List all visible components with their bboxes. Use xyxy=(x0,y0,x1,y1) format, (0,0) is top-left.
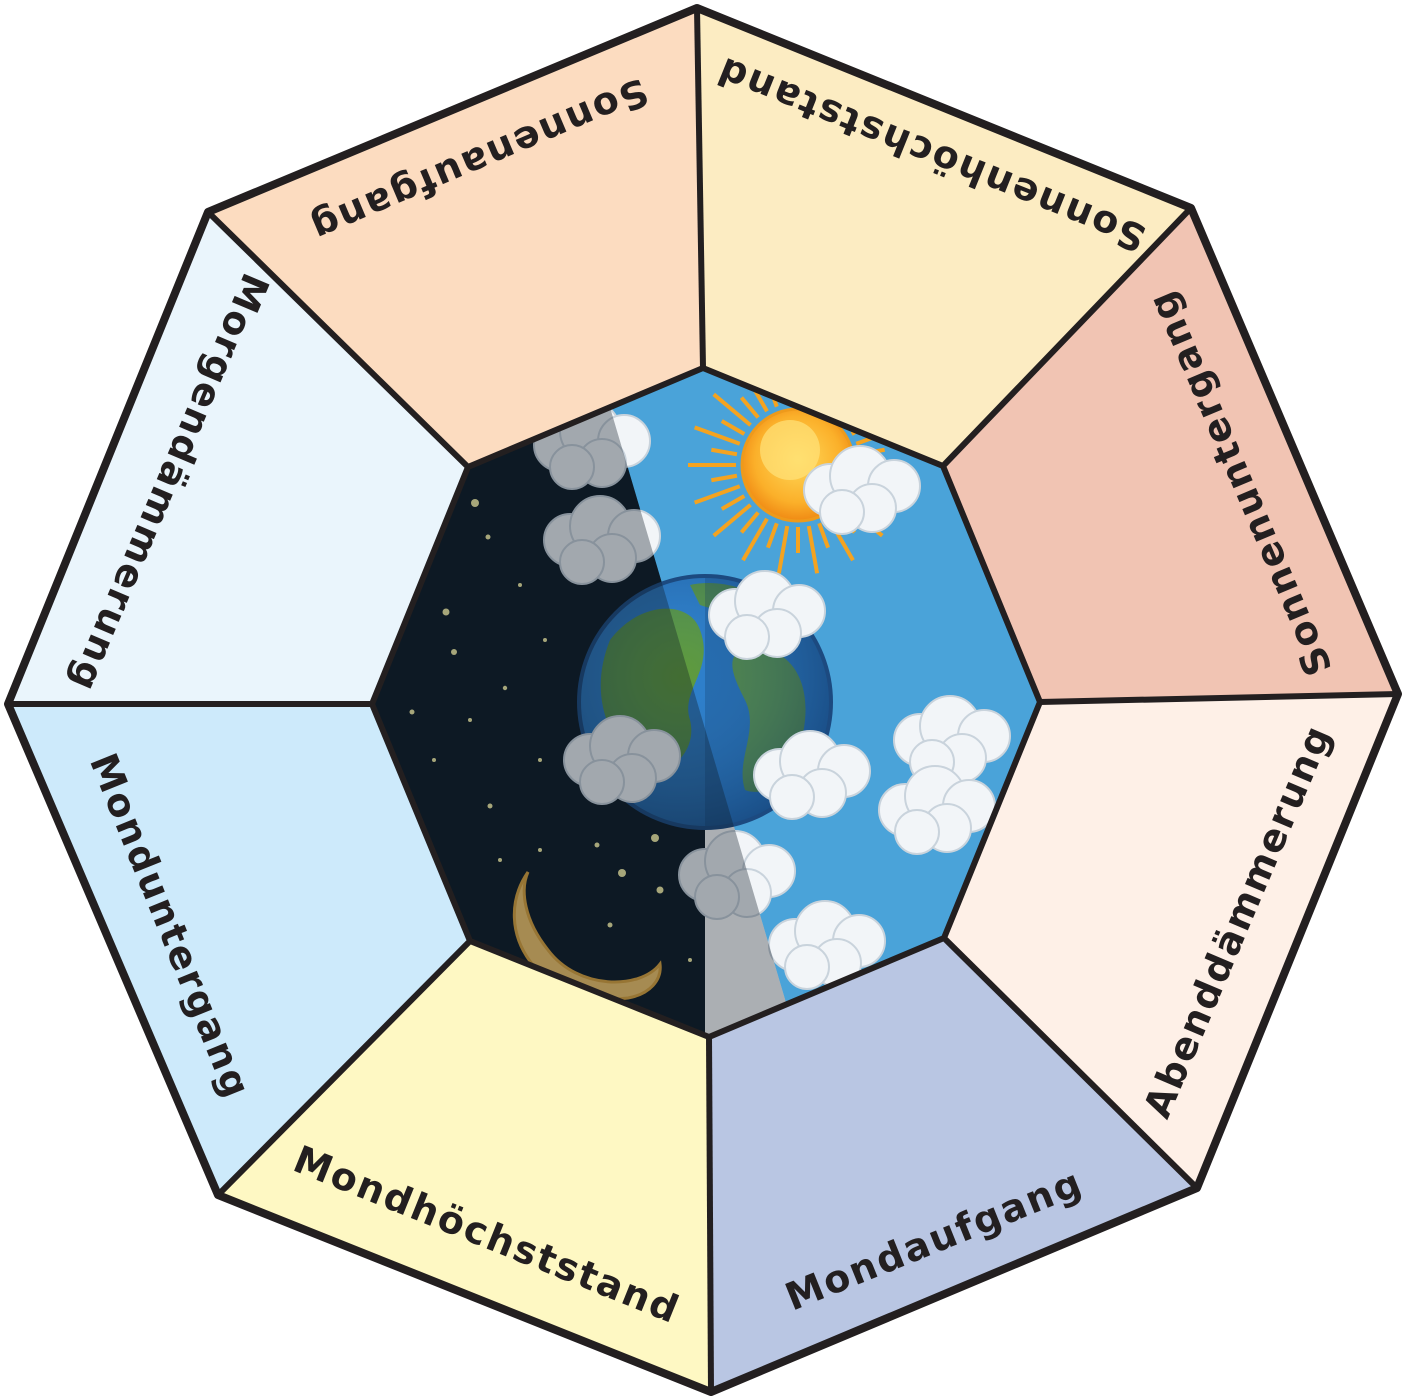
day-night-wheel: Sonnenaufgang Sonnenhöchststand Sonnenun… xyxy=(0,0,1408,1397)
